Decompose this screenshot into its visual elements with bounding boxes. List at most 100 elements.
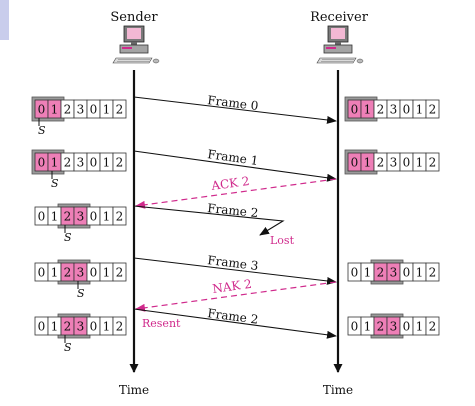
sequence-cell: 3 <box>73 152 88 172</box>
sequence-cell: 2 <box>373 152 388 172</box>
sequence-number: 1 <box>416 103 424 117</box>
sequence-cell: 2 <box>425 262 440 282</box>
nak-2-label: NAK 2 <box>212 277 253 296</box>
sequence-cell: 2 <box>425 152 440 172</box>
sequence-number: 3 <box>77 210 85 224</box>
sequence-number: 2 <box>377 320 385 334</box>
ack-2-label: ACK 2 <box>210 174 251 193</box>
sequence-cell: 2 <box>425 316 440 336</box>
frame-3-label: Frame 3 <box>207 253 259 273</box>
sequence-cell: 3 <box>386 99 401 119</box>
sequence-number: 0 <box>90 320 98 334</box>
sequence-number: 2 <box>429 156 437 170</box>
desktop-computer-icon <box>112 25 160 64</box>
sequence-cell: 2 <box>112 206 127 226</box>
sequence-number: 3 <box>390 156 398 170</box>
sequence-number: 0 <box>38 266 46 280</box>
sequence-cell: 1 <box>360 99 375 119</box>
sequence-number: 0 <box>90 103 98 117</box>
ack-2-message: ACK 2 <box>135 174 337 209</box>
frame-1-label: Frame 1 <box>207 147 260 168</box>
receiver-heading: Receiver <box>310 10 369 25</box>
sequence-cell: 2 <box>60 152 75 172</box>
sequence-cell: 1 <box>412 262 427 282</box>
sequence-number: 2 <box>429 103 437 117</box>
pointer-label: S <box>77 287 85 300</box>
sequence-cell: 0 <box>86 99 101 119</box>
sequence-number: 2 <box>116 156 124 170</box>
sequence-cell: 1 <box>99 99 114 119</box>
sequence-cell: 3 <box>73 316 88 336</box>
sequence-number: 1 <box>103 103 111 117</box>
sequence-cell: 0 <box>34 316 49 336</box>
sequence-cell: 1 <box>47 99 62 119</box>
sequence-number: 0 <box>351 320 359 334</box>
sequence-number: 1 <box>51 320 59 334</box>
sequence-cell: 2 <box>373 99 388 119</box>
sequence-cell: 0 <box>86 316 101 336</box>
lost-label: Lost <box>270 234 295 247</box>
sequence-number: 2 <box>377 266 385 280</box>
sequence-cell: 1 <box>360 262 375 282</box>
sequence-number: 0 <box>351 266 359 280</box>
sequence-cell: 2 <box>112 152 127 172</box>
sequence-cell: 0 <box>399 152 414 172</box>
sequence-number: 0 <box>403 156 411 170</box>
sequence-cell: 3 <box>73 99 88 119</box>
sequence-cell: 2 <box>60 262 75 282</box>
sequence-cell: 0 <box>347 316 362 336</box>
frame-2-label: Frame 2 <box>207 201 259 220</box>
sequence-number: 1 <box>51 103 59 117</box>
sequence-cell: 3 <box>386 262 401 282</box>
sequence-number: 1 <box>364 103 372 117</box>
sequence-cell: 0 <box>86 262 101 282</box>
sequence-cell: 0 <box>34 99 49 119</box>
nak-2-message: NAK 2 <box>135 277 337 312</box>
sequence-number: 1 <box>364 320 372 334</box>
sequence-cell: 0 <box>399 316 414 336</box>
sender-time-label: Time <box>119 383 149 397</box>
send-pointer: S <box>64 335 72 354</box>
sequence-number: 0 <box>38 103 46 117</box>
sequence-cell: 1 <box>99 206 114 226</box>
sequence-cell: 2 <box>60 316 75 336</box>
sequence-cell: 1 <box>412 152 427 172</box>
sequence-number: 2 <box>116 103 124 117</box>
sequence-number: 3 <box>390 103 398 117</box>
send-pointer: S <box>64 225 72 244</box>
pointer-label: S <box>64 341 72 354</box>
sequence-number: 2 <box>64 103 72 117</box>
sequence-number: 2 <box>377 156 385 170</box>
sequence-cell: 1 <box>47 152 62 172</box>
desktop-computer-icon <box>316 25 364 64</box>
sequence-cell: 0 <box>347 99 362 119</box>
sequence-cell: 2 <box>60 99 75 119</box>
receiver-time-label: Time <box>323 383 353 397</box>
sequence-cell: 0 <box>86 152 101 172</box>
sequence-number: 2 <box>64 320 72 334</box>
sequence-cell: 3 <box>73 262 88 282</box>
sequence-cell: 1 <box>99 316 114 336</box>
slide-corner-tab <box>0 0 9 40</box>
sequence-number: 0 <box>351 103 359 117</box>
sequence-cell: 0 <box>347 152 362 172</box>
send-pointer: S <box>51 171 59 190</box>
pointer-label: S <box>51 177 59 190</box>
sequence-number: 1 <box>416 156 424 170</box>
sequence-number: 3 <box>77 320 85 334</box>
sequence-number: 3 <box>77 156 85 170</box>
sequence-number: 0 <box>351 156 359 170</box>
sequence-cell: 0 <box>86 206 101 226</box>
sequence-number: 0 <box>90 266 98 280</box>
sequence-cell: 0 <box>34 262 49 282</box>
sequence-number: 3 <box>390 266 398 280</box>
pointer-label: S <box>64 231 72 244</box>
sequence-number: 2 <box>64 156 72 170</box>
sequence-cell: 2 <box>112 316 127 336</box>
sequence-cell: 2 <box>112 262 127 282</box>
sequence-number: 2 <box>429 320 437 334</box>
sequence-number: 0 <box>403 103 411 117</box>
sequence-number: 1 <box>103 266 111 280</box>
